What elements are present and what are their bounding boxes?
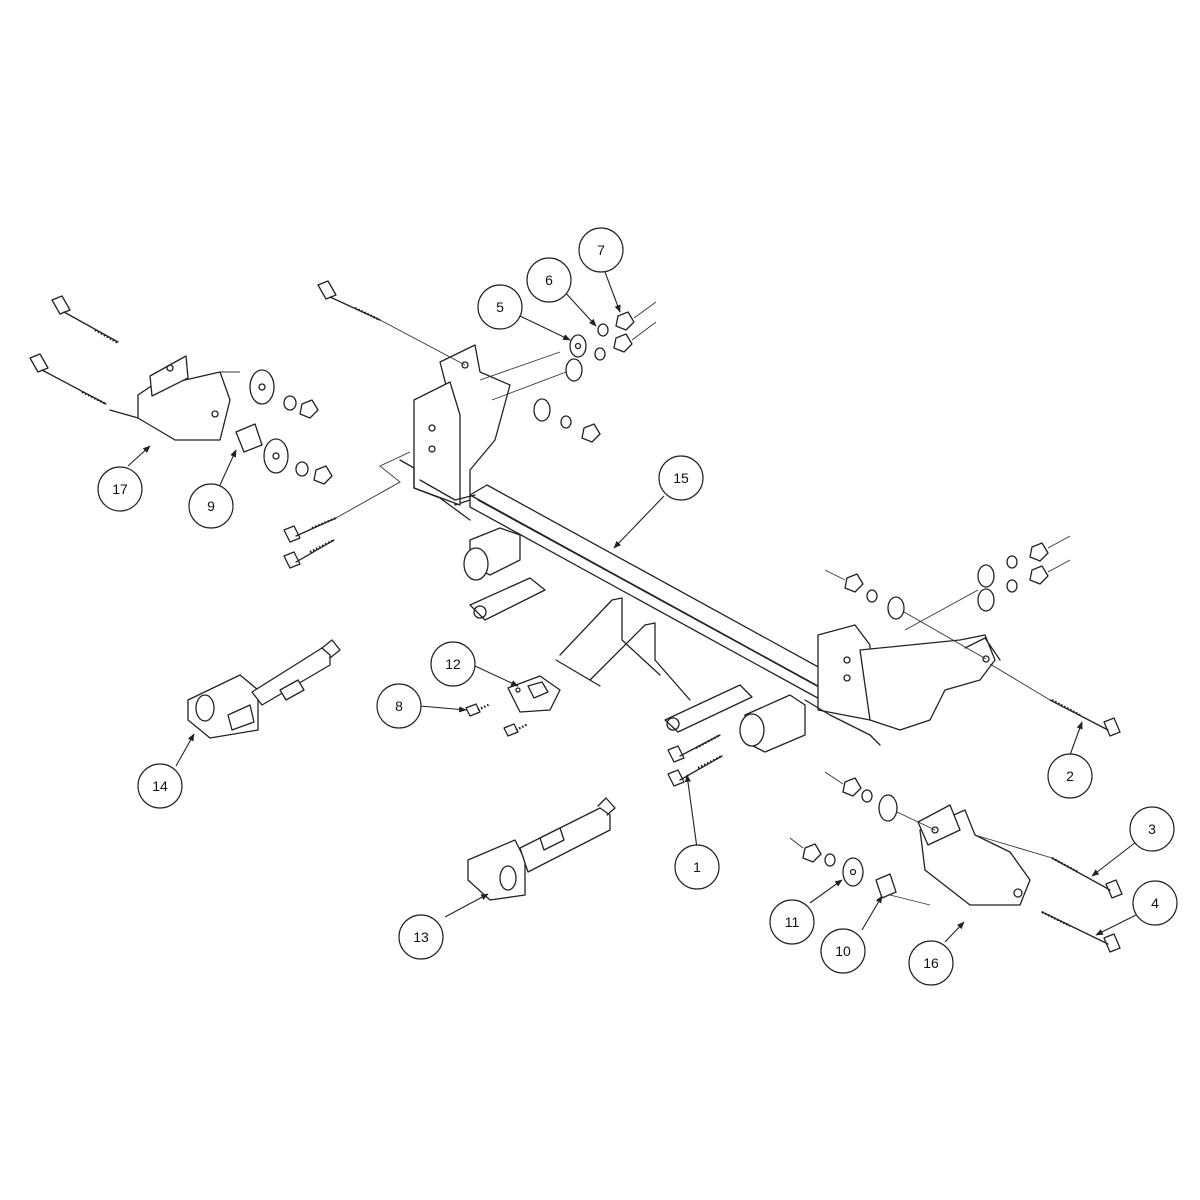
callout-label-16: 16 <box>923 955 939 971</box>
callout-16: 16 <box>908 940 954 986</box>
callout-label-9: 9 <box>207 498 215 514</box>
callout-14: 14 <box>137 763 183 809</box>
callout-15: 15 <box>658 455 704 501</box>
callout-label-6: 6 <box>545 272 553 288</box>
callout-2: 2 <box>1047 753 1093 799</box>
callout-9: 9 <box>188 483 234 529</box>
right-top-hardware <box>824 535 1071 660</box>
left-hardware <box>220 369 333 485</box>
upper-long-bolt <box>317 280 466 366</box>
callout-11: 11 <box>769 899 815 945</box>
tow-arm-13 <box>467 797 616 901</box>
callout-label-5: 5 <box>496 299 504 315</box>
callout-10: 10 <box>820 928 866 974</box>
upper-hardware <box>479 301 657 443</box>
callout-label-17: 17 <box>112 481 128 497</box>
callout-label-11: 11 <box>785 914 800 930</box>
callout-5: 5 <box>477 284 523 330</box>
main-crossbar <box>399 344 1001 753</box>
right-bolt-2 <box>989 663 1121 737</box>
left-bracket <box>109 355 231 441</box>
callout-6: 6 <box>526 257 572 303</box>
callout-8: 8 <box>376 683 422 729</box>
callouts: 1 2 3 4 5 6 7 8 9 10 11 12 13 14 15 16 1… <box>97 227 1178 986</box>
callout-label-10: 10 <box>835 943 851 959</box>
callout-label-2: 2 <box>1066 768 1074 784</box>
callout-label-15: 15 <box>673 470 689 486</box>
left-bolts <box>29 295 119 405</box>
tow-arm-14 <box>187 639 341 739</box>
callout-label-7: 7 <box>597 242 605 258</box>
callout-7: 7 <box>578 227 624 273</box>
callout-13: 13 <box>398 914 444 960</box>
callout-label-4: 4 <box>1151 895 1159 911</box>
callout-12: 12 <box>430 641 476 687</box>
lower-left-bolts <box>283 451 411 569</box>
callout-label-1: 1 <box>693 859 701 875</box>
callout-label-12: 12 <box>445 656 461 672</box>
callout-4: 4 <box>1132 880 1178 926</box>
right-bracket <box>889 804 1031 906</box>
callout-label-14: 14 <box>152 778 168 794</box>
callout-17: 17 <box>97 466 143 512</box>
right-bracket-hardware <box>789 771 936 899</box>
wiring-plate <box>465 675 561 737</box>
callout-label-13: 13 <box>413 929 429 945</box>
front-bolts-1 <box>667 734 723 787</box>
callout-3: 3 <box>1129 806 1175 852</box>
callout-label-3: 3 <box>1148 821 1156 837</box>
callout-1: 1 <box>674 844 720 890</box>
right-bolts-3-4 <box>974 834 1123 953</box>
callout-label-8: 8 <box>395 698 403 714</box>
